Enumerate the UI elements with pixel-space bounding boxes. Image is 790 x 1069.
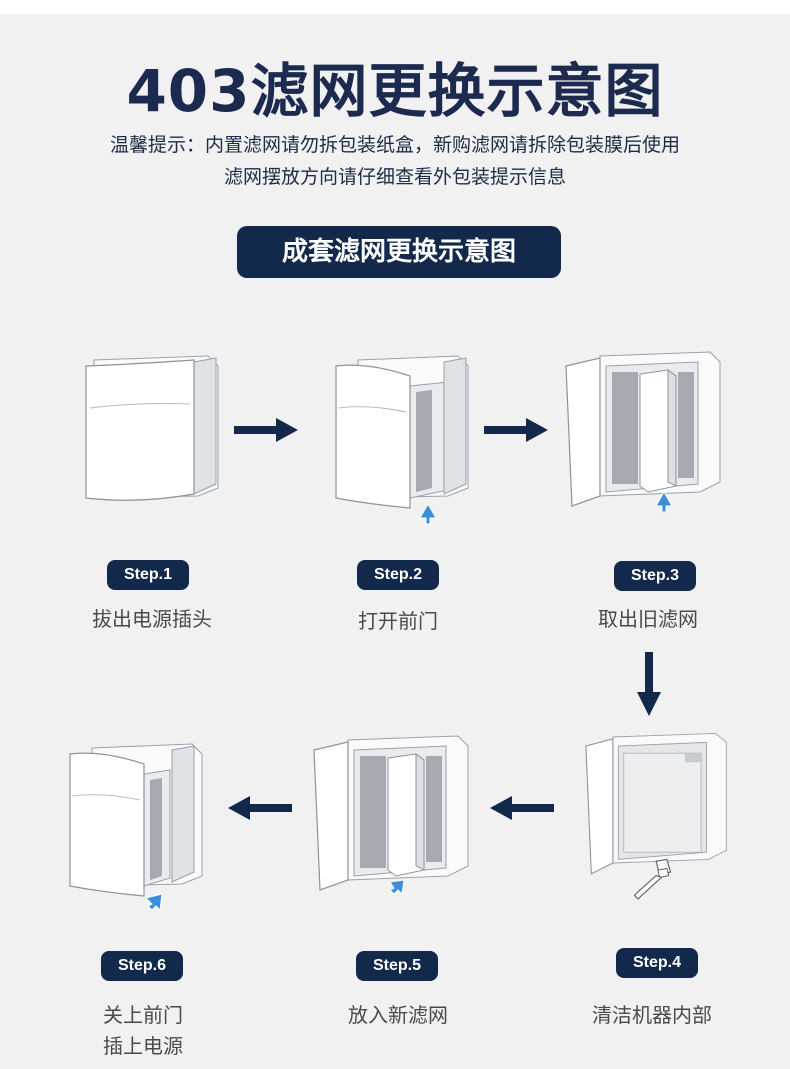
step4-label: 清洁机器内部	[592, 1003, 712, 1027]
step5-label: 放入新滤网	[348, 1003, 448, 1027]
step4-badge: Step.4	[616, 948, 698, 978]
step1-badge: Step.1	[107, 560, 189, 590]
step5-badge: Step.5	[356, 951, 438, 981]
arrow-right-icon	[234, 418, 298, 442]
tip-line-1: 温馨提示：内置滤网请勿拆包装纸盒，新购滤网请拆除包装膜后使用	[109, 134, 680, 156]
top-strip	[0, 0, 790, 14]
step3-label: 取出旧滤网	[598, 607, 698, 631]
step2-label: 打开前门	[358, 609, 438, 633]
page-title: 403滤网更换示意图	[126, 57, 664, 125]
step6-label: 关上前门	[103, 1003, 183, 1027]
step1-label: 拔出电源插头	[92, 607, 212, 631]
tip-line-2: 滤网摆放方向请仔细查看外包装提示信息	[223, 166, 566, 188]
arrow-right-icon	[484, 418, 548, 442]
section-title: 成套滤网更换示意图	[237, 226, 561, 278]
arrow-left-icon	[490, 796, 554, 820]
step2-badge: Step.2	[357, 560, 439, 590]
step6-illustration	[69, 743, 203, 912]
arrow-left-icon	[228, 796, 292, 820]
step3-illustration	[565, 351, 721, 513]
step3-badge: Step.3	[614, 561, 696, 591]
step5-illustration	[313, 735, 469, 896]
step6-label-line2: 插上电源	[103, 1034, 183, 1058]
step1-illustration	[85, 355, 219, 501]
arrow-down-icon	[637, 652, 661, 716]
step4-illustration	[585, 732, 727, 900]
step2-illustration	[335, 355, 469, 525]
step6-badge: Step.6	[101, 951, 183, 981]
